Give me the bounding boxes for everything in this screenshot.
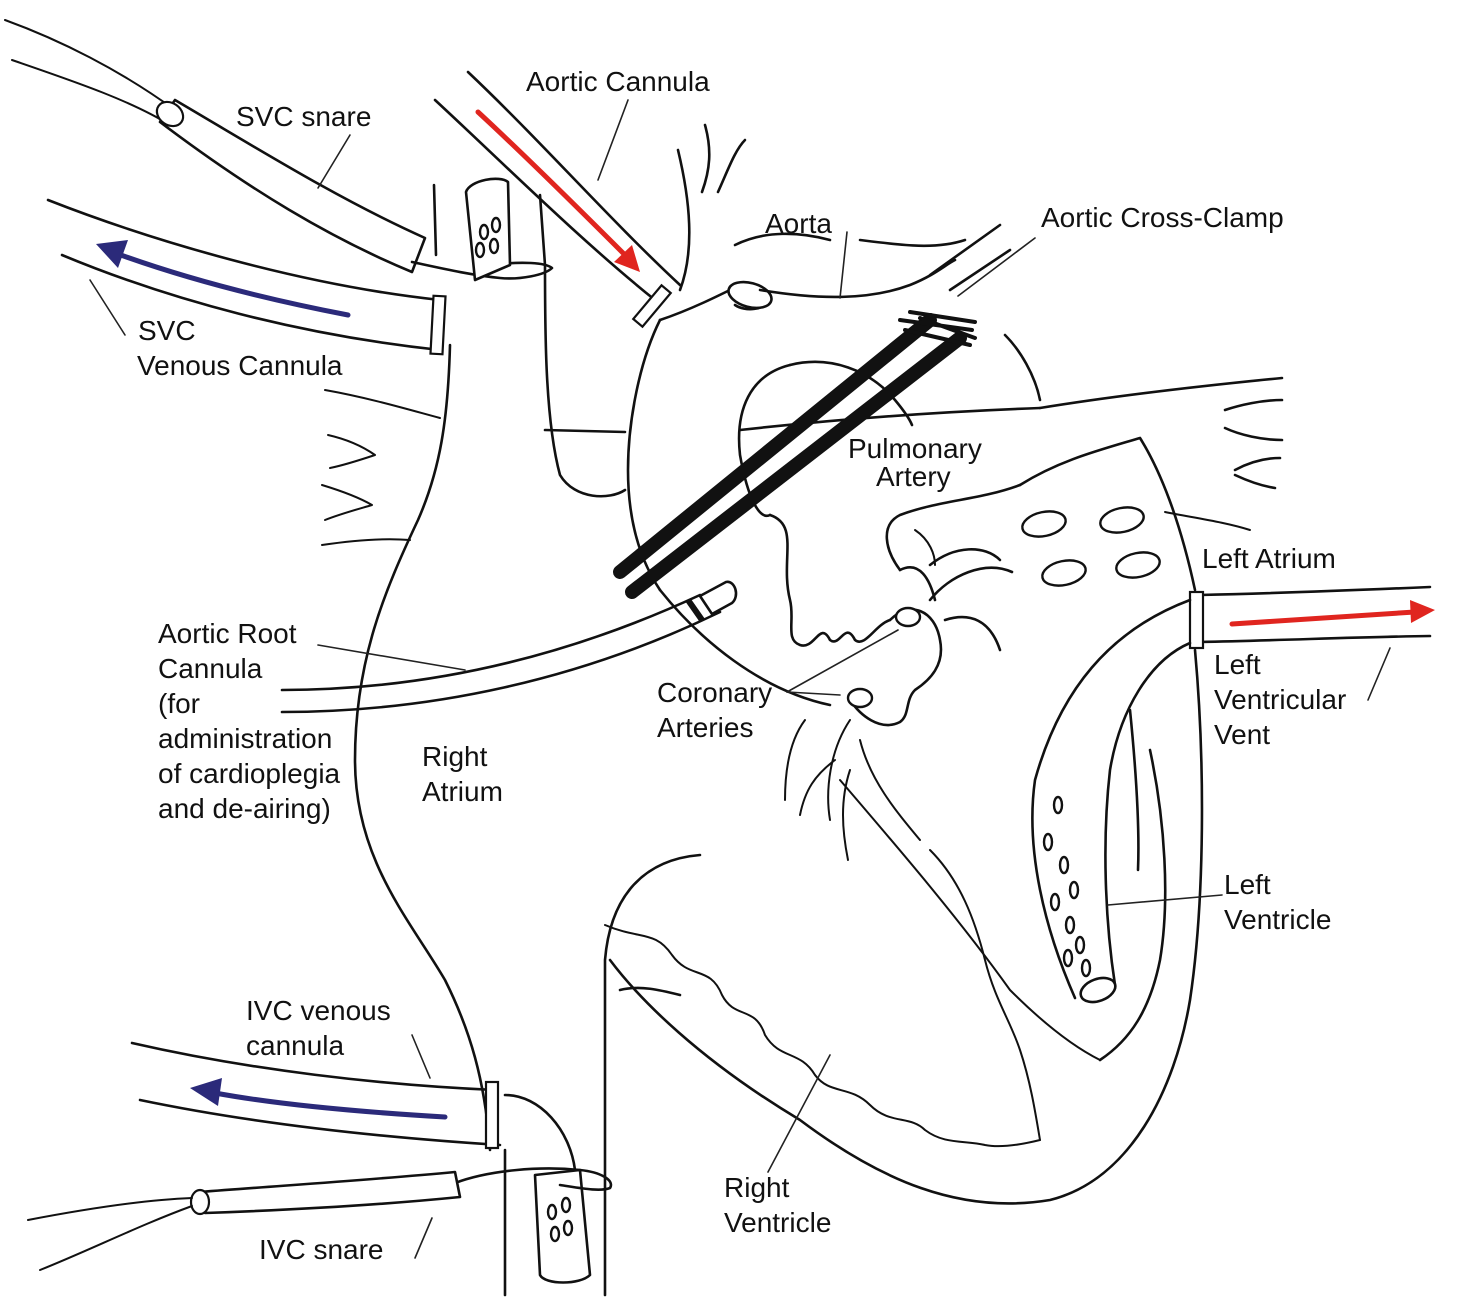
label-aortic-root-cannula-3: (for: [158, 688, 200, 719]
label-pulmonary-artery-2: Artery: [876, 461, 951, 492]
label-pulmonary-artery-1: Pulmonary: [848, 433, 982, 464]
svc-vessel: [434, 179, 545, 280]
label-right-atrium-1: Right: [422, 741, 488, 772]
label-coronary-arteries-2: Arteries: [657, 712, 753, 743]
label-left-atrium: Left Atrium: [1202, 543, 1336, 574]
label-aortic-root-cannula-4: administration: [158, 723, 332, 754]
label-svc-venous-cannula-2: Venous Cannula: [137, 350, 343, 381]
label-ivc-venous-cannula-2: cannula: [246, 1030, 345, 1061]
label-aortic-cross-clamp: Aortic Cross-Clamp: [1041, 202, 1284, 233]
label-coronary-arteries-1: Coronary: [657, 677, 772, 708]
label-left-ventricular-vent-3: Vent: [1214, 719, 1270, 750]
label-aortic-root-cannula-1: Aortic Root: [158, 618, 297, 649]
label-aortic-cannula: Aortic Cannula: [526, 66, 710, 97]
label-svc-venous-cannula-1: SVC: [138, 315, 196, 346]
label-aorta: Aorta: [765, 208, 832, 239]
label-right-ventricle-1: Right: [724, 1172, 790, 1203]
label-left-ventricle-2: Ventricle: [1224, 904, 1331, 935]
label-ivc-venous-cannula-1: IVC venous: [246, 995, 391, 1026]
label-aortic-root-cannula-2: Cannula: [158, 653, 263, 684]
label-left-ventricle-1: Left: [1224, 869, 1271, 900]
label-right-ventricle-2: Ventricle: [724, 1207, 831, 1238]
label-ivc-snare: IVC snare: [259, 1234, 384, 1265]
ivc-vessel: [455, 1095, 611, 1295]
label-left-ventricular-vent-2: Ventricular: [1214, 684, 1346, 715]
label-svc-snare: SVC snare: [236, 101, 371, 132]
label-aortic-root-cannula-6: and de-airing): [158, 793, 331, 824]
ivc-snare: [28, 1172, 460, 1270]
label-right-atrium-2: Atrium: [422, 776, 503, 807]
label-left-ventricular-vent-1: Left: [1214, 649, 1261, 680]
label-aortic-root-cannula-5: of cardioplegia: [158, 758, 341, 789]
